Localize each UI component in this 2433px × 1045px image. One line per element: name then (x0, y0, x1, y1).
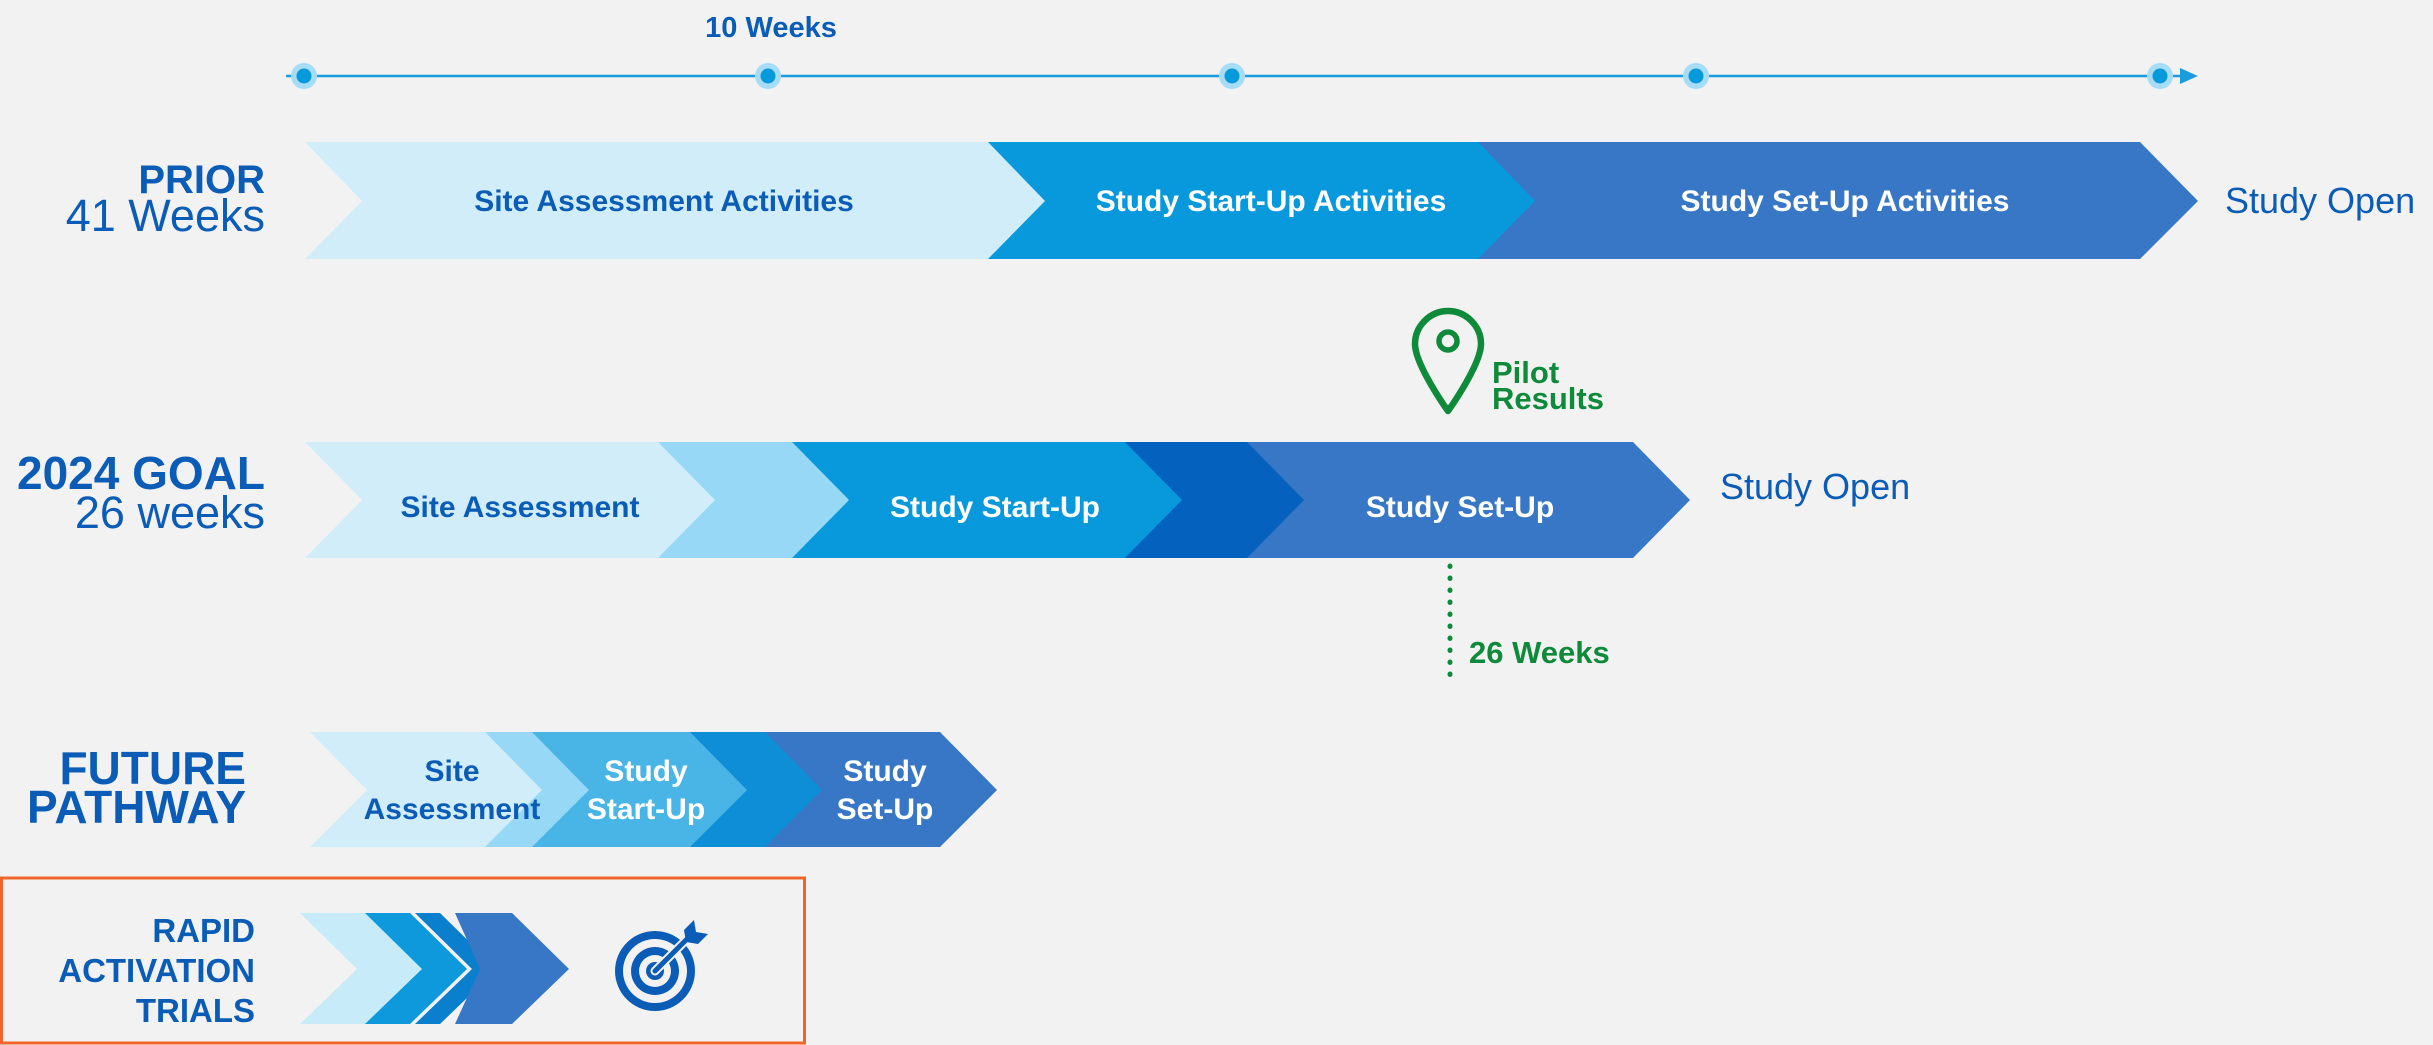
timeline-label: 10 Weeks (705, 12, 837, 44)
timeline-tick (1219, 63, 1245, 89)
chevron-study-start-up-activities (988, 142, 1592, 259)
pilot-label-line2: Results (1492, 381, 1604, 416)
segment-label: Site (424, 755, 479, 788)
chevron-site-assessment (305, 442, 770, 558)
pilot-label-line1: Pilot (1492, 355, 1559, 390)
segment-label: Start-Up (587, 793, 705, 826)
row-goal: 2024 GOAL 26 weeks Site Assessment Study… (17, 442, 1910, 683)
segment-label: Assessment (364, 793, 541, 826)
segment-label: Study (843, 755, 927, 788)
row-future-title-line2: PATHWAY (27, 781, 246, 833)
segment-label: Site Assessment (400, 491, 639, 524)
rapid-title-line1: RAPID (152, 912, 255, 949)
row-goal-title: 2024 GOAL (17, 447, 265, 499)
timeline-arrowhead (2180, 68, 2198, 84)
chevron-transition (690, 732, 827, 847)
timeline-tick (755, 63, 781, 89)
row-rapid: RAPID ACTIVATION TRIALS (0, 876, 806, 1045)
pilot-week-label: 26 Weeks (1469, 635, 1610, 670)
chevron-transition (485, 732, 592, 847)
rapid-box (0, 876, 806, 1045)
timeline-tick (2147, 63, 2173, 89)
chevron-site-assessment-activities (305, 142, 1102, 259)
map-pin-icon (1411, 307, 1485, 415)
segment-label: Set-Up (837, 793, 934, 826)
timeline: 10 Weeks (286, 12, 2198, 89)
segment-label: Study Start-Up Activities (1096, 185, 1447, 218)
row-prior-title: PRIOR (138, 158, 265, 202)
segment-label: Study Set-Up (1366, 491, 1554, 524)
chevron-study-set-up (1247, 442, 1690, 558)
segment-label: Study Set-Up Activities (1681, 185, 2010, 218)
row-prior-end-label: Study Open (2225, 180, 2415, 221)
segment-label: Study (604, 755, 688, 788)
row-future-title-line1: FUTURE (59, 742, 246, 794)
rapid-title-line2: ACTIVATION (58, 952, 255, 989)
chevron-study-set-up-activities (1478, 142, 2198, 259)
chevron-study-set-up (765, 732, 997, 847)
row-prior: PRIOR 41 Weeks Site Assessment Activitie… (66, 142, 2415, 259)
row-goal-end-label: Study Open (1720, 466, 1910, 507)
chevron-rapid-4 (455, 913, 569, 1024)
rapid-title-line3: TRIALS (136, 992, 255, 1029)
chevron-transition (658, 442, 849, 558)
row-goal-subtitle: 26 weeks (75, 487, 265, 538)
pilot-results: Pilot Results (1411, 307, 1604, 416)
timeline-tick (291, 63, 317, 89)
row-prior-subtitle: 41 Weeks (66, 190, 265, 241)
chevron-study-start-up (792, 442, 1217, 558)
timeline-tick (1683, 63, 1709, 89)
segment-label: Site Assessment Activities (474, 185, 854, 218)
target-icon (615, 920, 708, 1011)
row-future: FUTURE PATHWAY Site Assessment Study Sta… (27, 732, 997, 847)
segment-label: Study Start-Up (890, 491, 1100, 524)
chevron-study-start-up (532, 732, 749, 847)
chevron-rapid-2 (365, 913, 467, 1024)
